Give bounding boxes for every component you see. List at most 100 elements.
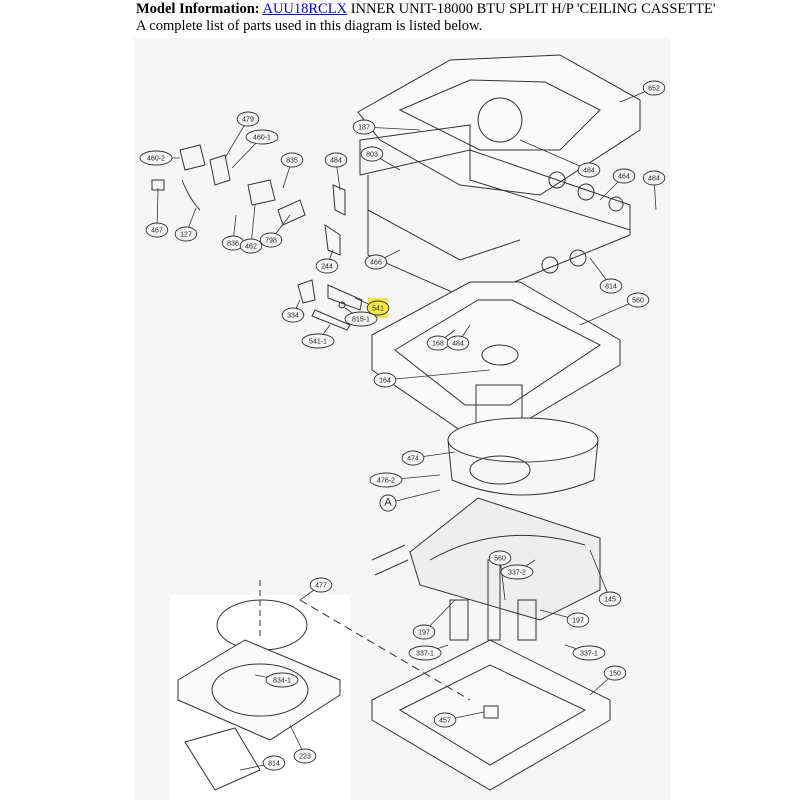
part-callout-187[interactable]: 187 xyxy=(352,119,421,135)
part-callout-337-1[interactable]: 337-1 xyxy=(564,644,606,661)
part-callout-835[interactable]: 835 xyxy=(280,152,304,189)
leader-line xyxy=(387,489,441,504)
callout-bubble xyxy=(401,450,425,466)
part-callout-484[interactable]: 484 xyxy=(642,170,666,211)
part-callout-484[interactable]: 484 xyxy=(446,324,471,351)
callout-label: 334 xyxy=(287,313,299,320)
callout-label: 814 xyxy=(268,761,280,768)
callout-bubble xyxy=(245,129,279,145)
part-callout-457[interactable]: 457 xyxy=(433,711,485,728)
callout-bubble xyxy=(344,311,378,327)
middle-frame xyxy=(367,175,631,301)
part-callout-244[interactable]: 244 xyxy=(315,249,339,274)
callout-bubble xyxy=(293,748,317,764)
part-callout-164[interactable]: 164 xyxy=(373,369,491,388)
part-callout-560[interactable]: 560 xyxy=(488,550,512,601)
parts-list-note: A complete list of parts used in this di… xyxy=(136,18,483,34)
part-callout-467[interactable]: 467 xyxy=(145,187,169,238)
part-callout-476-2[interactable]: 476-2 xyxy=(369,472,441,488)
part-callout-150[interactable]: 150 xyxy=(589,665,627,696)
callout-bubble xyxy=(265,672,299,688)
part-callout-466[interactable]: 466 xyxy=(364,249,401,270)
part-callout-541[interactable]: 541 xyxy=(354,297,390,318)
part-callout-834-1[interactable]: 834-1 xyxy=(254,672,299,688)
part-callout-A[interactable]: A xyxy=(379,489,441,512)
part-callout-460-2[interactable]: 460-2 xyxy=(139,150,180,166)
part-callout-652[interactable]: 652 xyxy=(619,80,666,103)
part-callout-197[interactable]: 197 xyxy=(539,609,590,628)
callout-bubble xyxy=(412,624,436,640)
callout-label: 460-2 xyxy=(147,156,165,163)
part-callout-145[interactable]: 145 xyxy=(589,549,622,607)
callout-bubble xyxy=(379,494,397,512)
part-callout-814[interactable]: 814 xyxy=(589,257,623,294)
callout-bubble xyxy=(642,170,666,186)
part-callout-477[interactable]: 477 xyxy=(299,577,333,601)
callout-label: 484 xyxy=(452,341,464,348)
part-callout-803[interactable]: 803 xyxy=(360,146,401,171)
part-callout-462[interactable]: 462 xyxy=(239,204,263,254)
callout-label: 474 xyxy=(407,456,419,463)
callout-bubble xyxy=(500,564,534,580)
callout-label: A xyxy=(384,497,392,509)
callout-label: 803 xyxy=(366,152,378,159)
callout-bubble xyxy=(352,119,376,135)
callout-bubble xyxy=(433,712,457,728)
leader-line xyxy=(384,369,491,381)
callout-label: 560 xyxy=(632,298,644,305)
callout-bubble xyxy=(572,645,606,661)
part-callout-197[interactable]: 197 xyxy=(412,599,456,640)
callout-label: 541 xyxy=(372,306,384,313)
part-callout-815-1[interactable]: 815-1 xyxy=(344,307,378,327)
control-box-parts xyxy=(151,144,363,331)
callout-bubble xyxy=(603,665,627,681)
callout-label: 484 xyxy=(583,168,595,175)
callout-bubble xyxy=(408,645,442,661)
model-info-header: Model Information: AUU18RCLX INNER UNIT-… xyxy=(136,1,715,35)
part-callout-484[interactable]: 484 xyxy=(519,139,601,178)
callout-bubble xyxy=(369,472,403,488)
bottom-frame xyxy=(371,639,611,791)
callout-bubble xyxy=(364,254,388,270)
callout-label: 476-2 xyxy=(377,478,395,485)
front-panel xyxy=(177,580,471,791)
leader-line xyxy=(519,139,590,171)
callout-bubble xyxy=(281,307,305,323)
callout-bubble xyxy=(577,162,601,178)
callout-label: 541-1 xyxy=(309,339,327,346)
part-callout-479[interactable]: 479 xyxy=(224,111,260,159)
leader-line xyxy=(579,299,639,326)
part-callout-337-2[interactable]: 337-2 xyxy=(500,559,536,580)
part-callout-168[interactable]: 168 xyxy=(426,329,456,351)
callout-label: 462 xyxy=(245,244,257,251)
part-callout-464[interactable]: 464 xyxy=(599,168,636,201)
callout-bubble xyxy=(145,222,169,238)
callout-bubble xyxy=(366,300,390,316)
part-callout-474[interactable]: 474 xyxy=(401,450,456,466)
part-callout-460-1[interactable]: 460-1 xyxy=(231,129,279,169)
part-callout-223[interactable]: 223 xyxy=(289,724,317,764)
part-callout-814[interactable]: 814 xyxy=(239,755,286,771)
callout-label: 223 xyxy=(299,754,311,761)
callout-label: 466 xyxy=(370,260,382,267)
callout-bubble xyxy=(301,333,335,349)
callout-label: 834-1 xyxy=(273,678,291,685)
part-callout-484[interactable]: 484 xyxy=(324,152,348,191)
callout-bubble xyxy=(446,335,470,351)
part-callout-127[interactable]: 127 xyxy=(174,207,198,242)
callout-label: 187 xyxy=(358,125,370,132)
part-callout-541-1[interactable]: 541-1 xyxy=(301,324,335,349)
callout-bubble xyxy=(259,232,283,248)
part-callout-337-1[interactable]: 337-1 xyxy=(408,644,449,661)
callout-bubble xyxy=(236,111,260,127)
model-number-link[interactable]: AUU18RCLX xyxy=(262,1,348,17)
top-casing xyxy=(357,54,641,231)
callout-bubble xyxy=(239,238,263,254)
callout-label: 814 xyxy=(605,284,617,291)
callout-bubble xyxy=(360,146,384,162)
part-callout-798[interactable]: 798 xyxy=(259,214,291,248)
callout-label: 457 xyxy=(439,718,451,725)
part-callout-334[interactable]: 334 xyxy=(281,299,305,323)
part-callout-560[interactable]: 560 xyxy=(579,292,650,326)
